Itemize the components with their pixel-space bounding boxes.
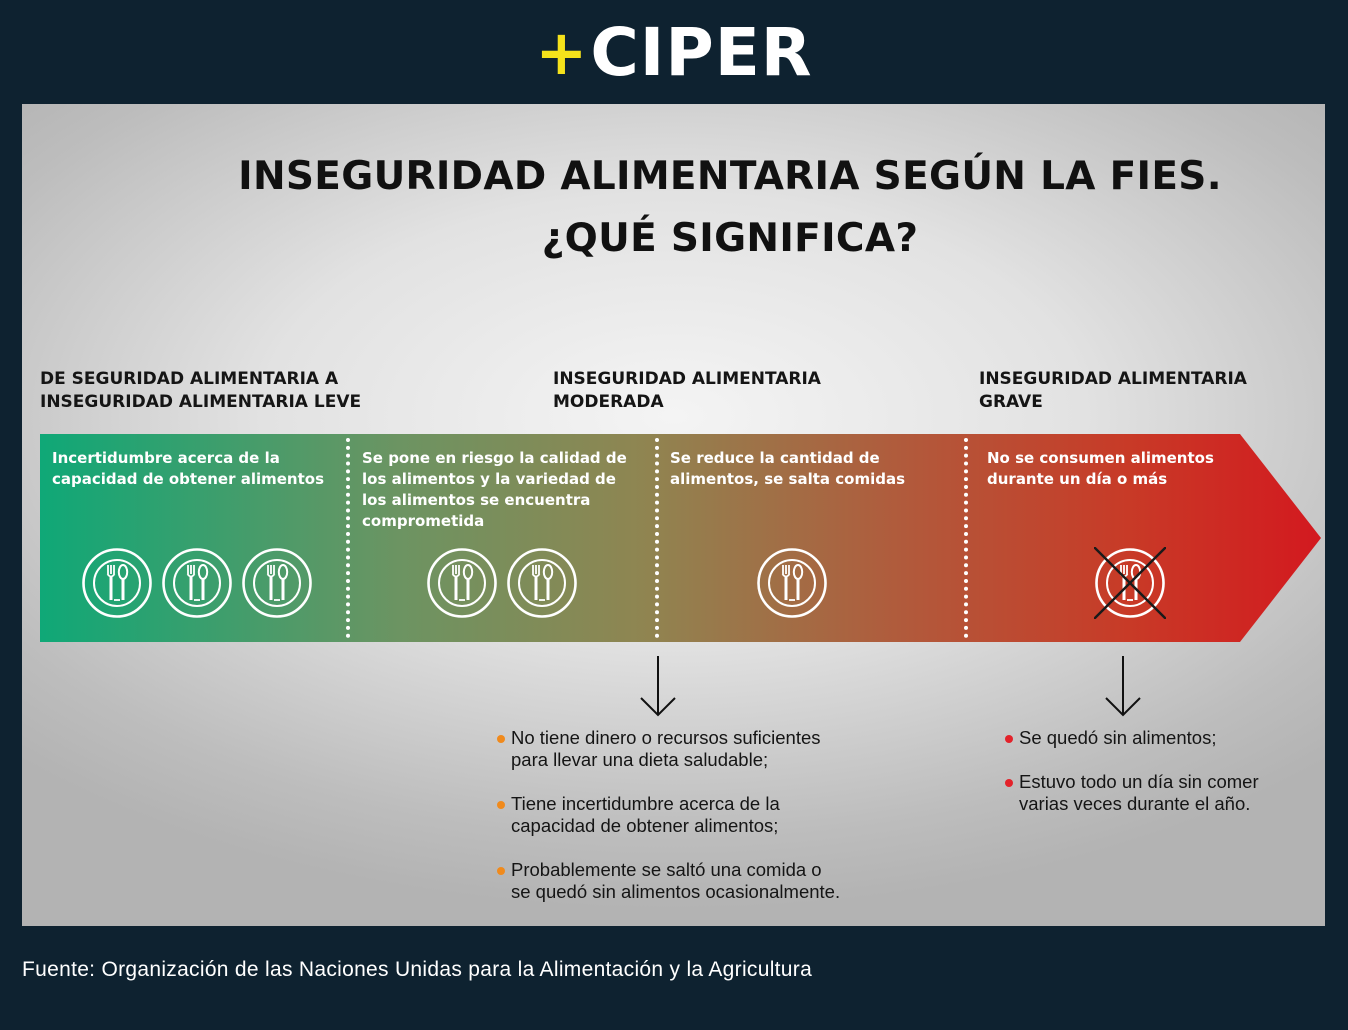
segment-2-line: comprometida bbox=[362, 512, 485, 530]
category-grave-line-1: INSEGURIDAD ALIMENTARIA bbox=[979, 369, 1247, 389]
ciper-logo: + CIPER bbox=[0, 13, 1348, 91]
list-item: No tiene dinero o recursos suficientes p… bbox=[497, 727, 840, 771]
bullet-line: capacidad de obtener alimentos; bbox=[511, 815, 779, 836]
bullet-line: se quedó sin alimentos ocasionalmente. bbox=[511, 881, 841, 902]
segment-1-line: capacidad de obtener alimentos bbox=[52, 470, 325, 488]
severity-arrow-band bbox=[40, 434, 1321, 642]
segment-text-1: Incertidumbre acerca de la capacidad de … bbox=[52, 448, 324, 490]
bullet-line: Se quedó sin alimentos; bbox=[1019, 727, 1217, 748]
title-line-1: INSEGURIDAD ALIMENTARIA SEGÚN LA FIES. bbox=[238, 154, 1222, 199]
plate-fork-spoon-icon bbox=[427, 548, 497, 618]
plate-fork-spoon-icon bbox=[162, 548, 232, 618]
bullet-line: Probablemente se saltó una comida o bbox=[511, 859, 822, 880]
bullet-line: Estuvo todo un día sin comer bbox=[1019, 771, 1259, 792]
segment-4-line: No se consumen alimentos bbox=[987, 449, 1214, 467]
bullet-dot bbox=[1005, 779, 1013, 787]
moderate-bullet-list: No tiene dinero o recursos suficientes p… bbox=[497, 727, 840, 925]
bullet-dot bbox=[497, 867, 505, 875]
list-item: Probablemente se saltó una comida o se q… bbox=[497, 859, 840, 903]
bullet-line: Tiene incertidumbre acerca de la bbox=[511, 793, 780, 814]
category-grave-line-2: GRAVE bbox=[979, 392, 1043, 412]
bullet-dot bbox=[497, 801, 505, 809]
bullet-line: para llevar una dieta saludable; bbox=[511, 749, 769, 770]
crossed-plate-icon bbox=[1094, 547, 1166, 619]
source-note: Fuente: Organización de las Naciones Uni… bbox=[22, 958, 813, 981]
category-moderada-line-2: MODERADA bbox=[553, 392, 664, 412]
segment-3-line: Se reduce la cantidad de bbox=[670, 449, 880, 467]
segment-4-line: durante un día o más bbox=[987, 470, 1168, 488]
infographic-title: INSEGURIDAD ALIMENTARIA SEGÚN LA FIES. ¿… bbox=[130, 146, 1330, 270]
title-line-2: ¿QUÉ SIGNIFICA? bbox=[541, 216, 919, 261]
segment-separator bbox=[655, 438, 659, 638]
segment-text-4: No se consumen alimentos durante un día … bbox=[987, 448, 1214, 490]
bullet-line: varias veces durante el año. bbox=[1019, 793, 1251, 814]
logo-plus: + bbox=[535, 15, 589, 89]
category-leve-line-1: DE SEGURIDAD ALIMENTARIA A bbox=[40, 369, 339, 389]
bullet-dot bbox=[497, 735, 505, 743]
segment-text-3: Se reduce la cantidad de alimentos, se s… bbox=[670, 448, 905, 490]
list-item: Se quedó sin alimentos; bbox=[1005, 727, 1259, 749]
down-arrow-icon bbox=[1105, 656, 1141, 717]
category-moderada-line-1: INSEGURIDAD ALIMENTARIA bbox=[553, 369, 821, 389]
segment-separator bbox=[346, 438, 350, 638]
segment-2-line: Se pone en riesgo la calidad de bbox=[362, 449, 627, 467]
plate-fork-spoon-icon bbox=[757, 548, 827, 618]
list-item: Tiene incertidumbre acerca de la capacid… bbox=[497, 793, 840, 837]
segment-2-line: los alimentos y la variedad de bbox=[362, 470, 616, 488]
bullet-dot bbox=[1005, 735, 1013, 743]
category-leve-line-2: INSEGURIDAD ALIMENTARIA LEVE bbox=[40, 392, 362, 412]
down-arrow-icon bbox=[640, 656, 676, 717]
logo-name: CIPER bbox=[590, 13, 813, 91]
list-item: Estuvo todo un día sin comer varias vece… bbox=[1005, 771, 1259, 815]
category-moderada: INSEGURIDAD ALIMENTARIA MODERADA bbox=[553, 368, 821, 414]
plate-fork-spoon-icon bbox=[507, 548, 577, 618]
grave-bullet-list: Se quedó sin alimentos; Estuvo todo un d… bbox=[1005, 727, 1259, 837]
segment-separator bbox=[964, 438, 968, 638]
category-grave: INSEGURIDAD ALIMENTARIA GRAVE bbox=[979, 368, 1247, 414]
plate-fork-spoon-icon bbox=[242, 548, 312, 618]
category-leve: DE SEGURIDAD ALIMENTARIA A INSEGURIDAD A… bbox=[40, 368, 361, 414]
segment-3-line: alimentos, se salta comidas bbox=[670, 470, 905, 488]
bullet-line: No tiene dinero o recursos suficientes bbox=[511, 727, 821, 748]
segment-text-2: Se pone en riesgo la calidad de los alim… bbox=[362, 448, 627, 532]
plate-fork-spoon-icon bbox=[82, 548, 152, 618]
segment-2-line: los alimentos se encuentra bbox=[362, 491, 591, 509]
segment-1-line: Incertidumbre acerca de la bbox=[52, 449, 280, 467]
